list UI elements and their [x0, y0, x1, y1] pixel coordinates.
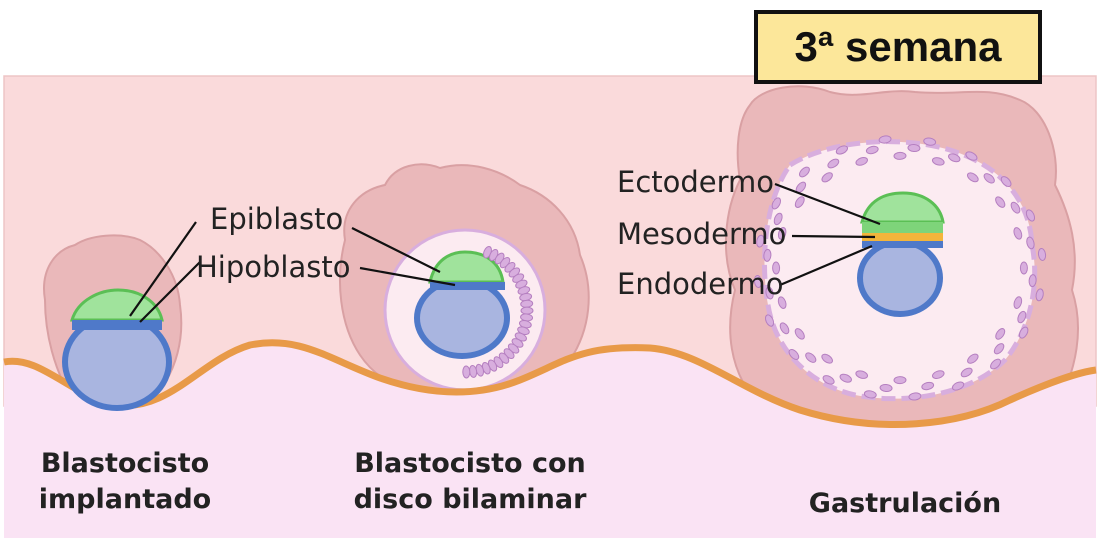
gastrulation-endoderm — [862, 241, 943, 248]
mesenchymal-cell — [1013, 296, 1023, 309]
mesenchymal-cell — [1010, 201, 1021, 214]
mesenchymal-cell — [893, 376, 907, 385]
stage3-caption-line1: Gastrulación — [808, 488, 1002, 519]
epiblast-pointer-stage1 — [129, 221, 197, 317]
mesenchymal-cell — [839, 373, 852, 383]
stage1-caption-line1: Blastocisto — [40, 448, 210, 479]
mesenchymal-cell — [948, 153, 961, 163]
mesenchymal-cell — [951, 381, 965, 391]
mesenchymal-cell — [763, 248, 772, 262]
mesenchymal-cell — [983, 173, 995, 184]
mesenchymal-cell — [932, 370, 945, 379]
mesenchymal-cell — [779, 322, 790, 335]
mesenchymal-cell — [822, 375, 835, 385]
mesenchymal-cell — [520, 306, 534, 315]
ectoderm-label: Ectodermo — [617, 165, 775, 199]
mesenchymal-cell — [1000, 176, 1012, 188]
mesenchymal-cell — [1019, 261, 1028, 275]
mesenchymal-cell — [765, 286, 774, 300]
ectoderm-pointer — [774, 182, 881, 226]
mesenchymal-cell — [965, 151, 978, 161]
mesenchymal-cell — [1026, 236, 1035, 250]
mesenchymal-cell — [1025, 209, 1036, 222]
mesenchymal-cell — [771, 197, 782, 210]
mesenchymal-cell — [990, 358, 1002, 370]
mesenchymal-cell — [1018, 326, 1029, 339]
mesenchymal-cell — [995, 328, 1006, 340]
stage2-caption-line1: Blastocisto con — [354, 448, 586, 479]
mesenchymal-cell — [764, 314, 775, 327]
mesoderm-label: Mesodermo — [617, 217, 787, 251]
mesenchymal-cell — [908, 392, 922, 401]
stage2-caption-line2: disco bilaminar — [353, 484, 587, 516]
mesenchymal-cell — [907, 143, 921, 153]
mesenchymal-cell — [794, 328, 805, 340]
uterine-lumen — [4, 342, 1096, 538]
mesenchymal-cell — [756, 234, 765, 248]
endoderm-label: Endodermo — [617, 267, 784, 301]
epiblast-label-stage1: Epiblasto — [210, 202, 344, 236]
mesenchymal-cell — [777, 227, 787, 240]
mesenchymal-cell — [878, 135, 892, 144]
mesenchymal-cell — [794, 196, 805, 208]
mesenchymal-cell — [966, 172, 979, 183]
epiblast-pointer-stage2 — [351, 227, 441, 273]
week-badge: 3ª semana — [754, 10, 1042, 84]
mesenchymal-cell — [462, 365, 471, 379]
gastrulation-ectoderm-cells — [862, 222, 943, 233]
mesenchymal-cell — [1037, 248, 1047, 261]
mesenchymal-cell — [788, 348, 800, 360]
bilaminar-epiblast — [428, 250, 505, 284]
mesenchymal-cell — [993, 343, 1005, 355]
mesenchymal-cell — [805, 352, 817, 363]
mesenchymal-cell — [923, 137, 937, 146]
hypoblast-pointer-stage1 — [139, 261, 201, 323]
gastrulation-yolk-sac — [857, 239, 943, 317]
mesenchymal-cell — [821, 353, 833, 364]
mesenchymal-cell — [827, 158, 840, 169]
mesenchymal-cell — [967, 353, 979, 364]
mesenchymal-cell — [777, 296, 787, 309]
stage3-caption: Gastrulación — [800, 486, 1010, 522]
mesenchymal-cell — [835, 145, 849, 155]
bilaminar-hypoblast — [430, 282, 505, 290]
mesenchymal-cell — [1035, 288, 1044, 302]
endoderm-pointer — [779, 244, 873, 287]
bilaminar-yolk-sac — [414, 277, 510, 359]
mesenchymal-cell — [931, 157, 945, 166]
mesenchymal-cell — [863, 390, 877, 399]
mesenchymal-cell — [893, 151, 907, 160]
stage1-caption: Blastocisto implantado — [30, 446, 220, 519]
mesenchymal-cell — [1028, 274, 1037, 288]
gastrulation-ectoderm — [860, 191, 945, 224]
uterine-epithelium — [3, 339, 1097, 428]
mesenchymal-cell — [753, 275, 763, 288]
mesenchymal-cell — [773, 212, 783, 226]
implanted-epiblast — [69, 288, 164, 322]
mesenchymal-cell — [865, 145, 879, 155]
mesenchymal-cell — [855, 157, 868, 166]
mesenchymal-cell — [1013, 227, 1023, 240]
mesenchymal-cell — [879, 383, 893, 393]
mesenchymal-cell — [960, 367, 973, 378]
mesenchymal-cells — [462, 135, 1047, 401]
mesenchymal-cell — [855, 370, 869, 379]
hypoblast-label-stage1: Hipoblasto — [196, 250, 351, 284]
mesenchymal-cell — [821, 172, 833, 183]
gastrulation-mesoderm — [862, 233, 943, 241]
mesenchymal-cell — [772, 261, 781, 275]
mesenchymal-cell — [1017, 310, 1027, 324]
hypoblast-pointer-stage2 — [359, 266, 456, 287]
mesenchymal-cell — [921, 381, 935, 391]
implanted-hypoblast — [72, 320, 162, 330]
stage2-caption: Blastocisto con disco bilaminar — [345, 446, 595, 519]
mesenchymal-cell — [798, 166, 810, 178]
mesenchymal-cell — [995, 196, 1006, 208]
mesoderm-pointer — [791, 234, 876, 239]
stage1-caption-line2: implantado — [38, 484, 212, 516]
